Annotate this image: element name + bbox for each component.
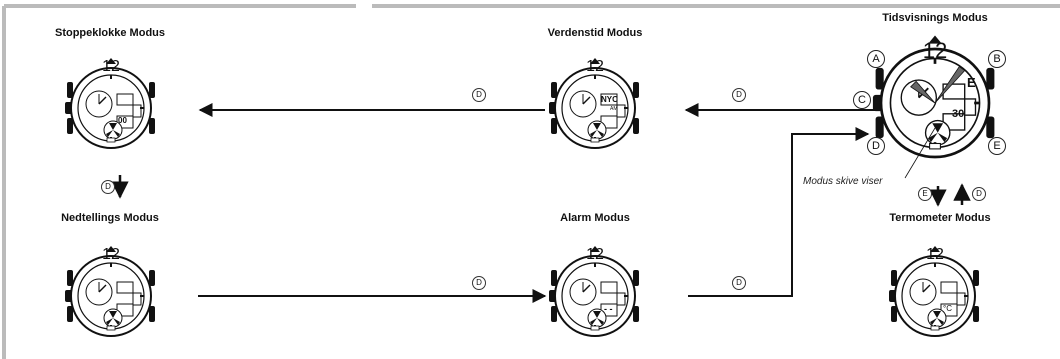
arrow-button-d-countdown: D — [472, 276, 486, 290]
arrow-button-d-alarm: D — [732, 276, 746, 290]
thermometer-mode-label: Termometer Modus — [889, 212, 991, 224]
arrow-button-d-worldtime: D — [472, 88, 486, 102]
timekeeping-twelve: 12 — [922, 38, 948, 63]
stopwatch-display-bottom: 00 — [118, 116, 127, 125]
arrow-button-d-thermometer: D — [972, 187, 986, 201]
alarm-display-bottom: - - — [604, 304, 613, 314]
worldtime-mode-label: Verdenstid Modus — [547, 27, 643, 39]
button-d-label: D — [867, 137, 885, 155]
timekeeping-watch-icon — [871, 34, 996, 159]
arrow-button-d-timekeeping: D — [732, 88, 746, 102]
timekeeping-display-bottom: 30 — [952, 108, 965, 120]
worldtime-display-top: NYC — [601, 95, 618, 104]
timekeeping-mode-label: Tidsvisnings Modus — [882, 12, 988, 24]
button-e-label: E — [988, 137, 1006, 155]
worldtime-twelve: 12 — [586, 58, 604, 75]
stopwatch-mode-label: Stoppeklokke Modus — [54, 27, 166, 39]
stopwatch-twelve: 12 — [102, 58, 120, 75]
button-b-label: B — [988, 50, 1006, 68]
countdown-twelve: 12 — [102, 246, 120, 263]
pointer-note: Modus skive viser — [803, 176, 883, 187]
arrow-button-e-thermometer: E — [918, 187, 932, 201]
pointer-line — [904, 127, 936, 179]
arrow-button-d-stopwatch: D — [101, 180, 115, 194]
alarm-twelve: 12 — [586, 246, 604, 263]
worldtime-am-label: AM — [610, 106, 618, 112]
button-c-label: C — [853, 91, 871, 109]
arrow-alarm-to-timekeeping — [688, 127, 870, 297]
thermometer-display-bottom: °C — [943, 304, 952, 313]
thermometer-twelve: 12 — [926, 246, 944, 263]
alarm-mode-label: Alarm Modus — [560, 212, 630, 224]
countdown-mode-label: Nedtellings Modus — [61, 212, 159, 224]
button-a-label: A — [867, 50, 885, 68]
timekeeping-display-top: E — [967, 75, 976, 90]
